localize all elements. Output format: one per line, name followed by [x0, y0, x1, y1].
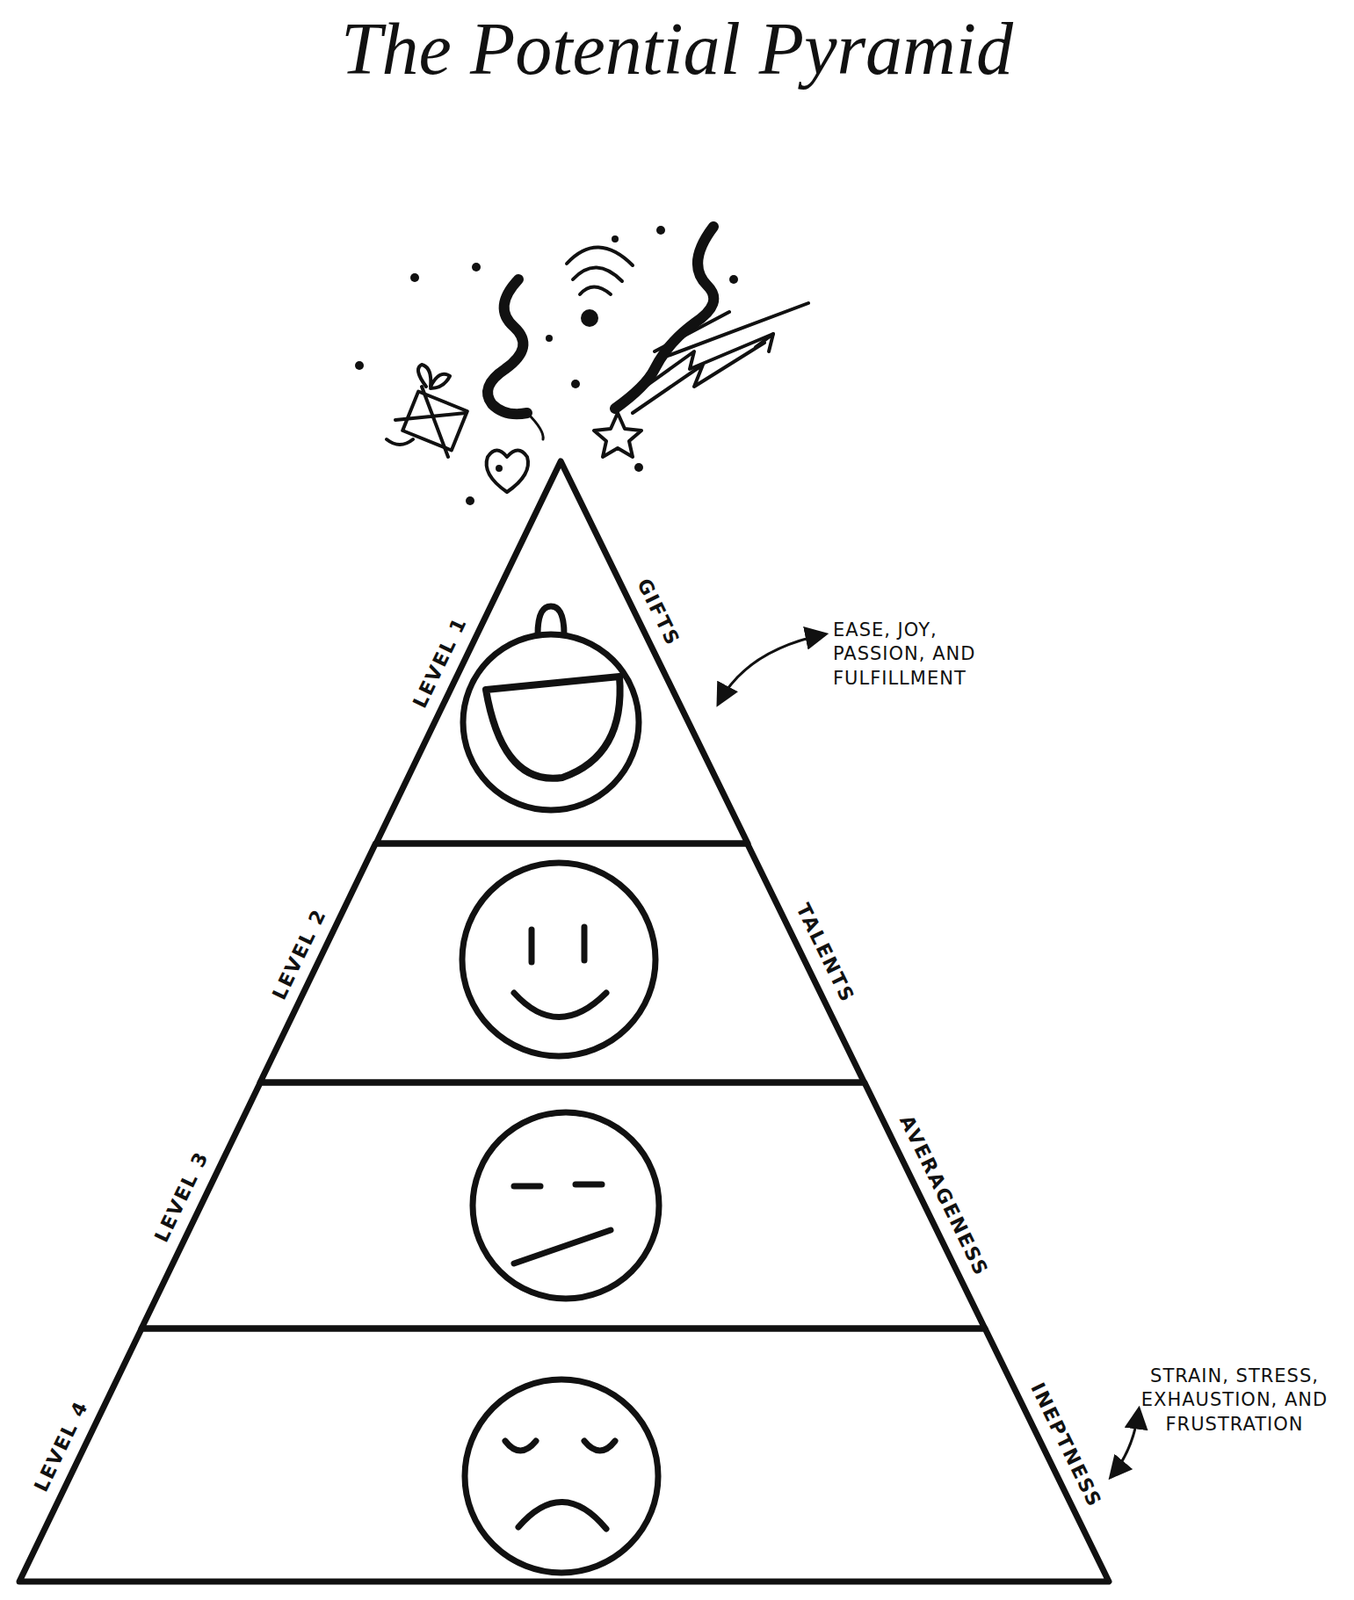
diagram-title: The Potential Pyramid [0, 8, 1354, 90]
callout-note: EASE, JOY, PASSION, AND FULFILLMENT [832, 618, 1022, 691]
callout-note: STRAIN, STRESS, EXHAUSTION, AND FRUSTRAT… [1129, 1364, 1340, 1437]
callout-arrow [718, 634, 1139, 1477]
confetti-dots [354, 225, 739, 506]
joy-face [463, 606, 639, 811]
band-outline [19, 1328, 1109, 1582]
category-label: GIFTS [633, 575, 683, 649]
pyramid-band: LEVEL 2TALENTS [260, 843, 865, 1083]
neutral-face [472, 1112, 659, 1299]
pyramid-band: LEVEL 4INEPTNESS [19, 1328, 1109, 1582]
band-outline [260, 843, 865, 1083]
pyramid-band: LEVEL 3AVERAGENESS [141, 1082, 985, 1329]
category-label: AVERAGENESS [896, 1112, 992, 1280]
band-outline [141, 1082, 985, 1329]
band-outline [376, 461, 748, 844]
celebration-decor [386, 226, 809, 493]
smile-face [462, 862, 656, 1057]
sad-face [464, 1379, 659, 1573]
pyramid-band: LEVEL 1GIFTS [376, 461, 748, 844]
